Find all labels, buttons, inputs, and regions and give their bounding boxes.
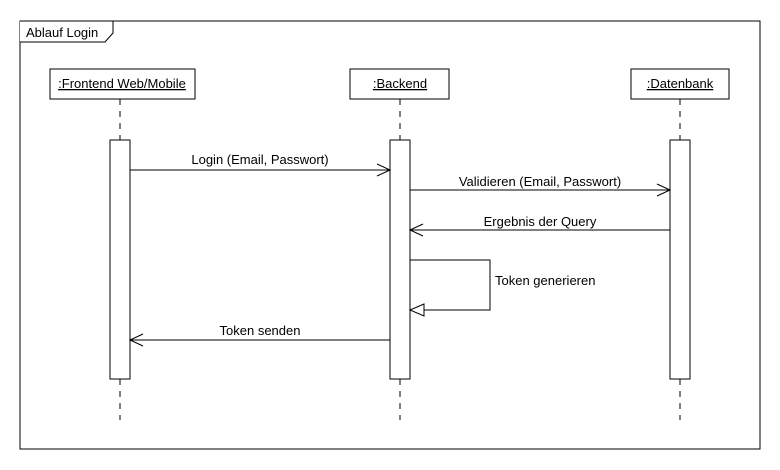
message-token-generieren-arrowhead bbox=[408, 303, 425, 317]
message-login-label: Login (Email, Passwort) bbox=[191, 152, 328, 167]
lifeline-backend: :Backend bbox=[349, 68, 450, 420]
message-token-senden-arrowhead bbox=[128, 333, 144, 347]
message-token-generieren-line bbox=[410, 259, 491, 311]
message-token-senden-label: Token senden bbox=[220, 323, 301, 338]
message-validieren-arrowhead bbox=[656, 183, 672, 197]
message-ergebnis: Ergebnis der Query bbox=[408, 214, 670, 237]
lifeline-datenbank: :Datenbank bbox=[630, 68, 730, 420]
activation-datenbank bbox=[669, 139, 691, 380]
message-validieren-label: Validieren (Email, Passwort) bbox=[459, 174, 621, 189]
activation-frontend bbox=[109, 139, 131, 380]
frame-title: Ablauf Login bbox=[26, 25, 98, 40]
message-login-arrowhead bbox=[376, 163, 392, 177]
frame-border bbox=[19, 20, 761, 450]
message-login: Login (Email, Passwort) bbox=[130, 152, 392, 177]
message-token-generieren: Token generieren bbox=[408, 259, 595, 317]
lifeline-backend-box bbox=[349, 68, 450, 100]
message-ergebnis-arrowhead bbox=[408, 223, 424, 237]
activation-backend bbox=[389, 139, 411, 380]
lifeline-datenbank-label: :Datenbank bbox=[647, 76, 714, 91]
message-token-senden: Token senden bbox=[128, 323, 390, 347]
lifeline-frontend-label: :Frontend Web/Mobile bbox=[58, 76, 186, 91]
message-token-generieren-label: Token generieren bbox=[495, 273, 595, 288]
lifeline-datenbank-box bbox=[630, 68, 730, 100]
message-ergebnis-label: Ergebnis der Query bbox=[484, 214, 597, 229]
frame-title-tab bbox=[20, 20, 114, 43]
lifeline-backend-label: :Backend bbox=[373, 76, 427, 91]
lifeline-frontend: :Frontend Web/Mobile bbox=[49, 68, 196, 420]
lifeline-frontend-box bbox=[49, 68, 196, 100]
message-validieren: Validieren (Email, Passwort) bbox=[410, 174, 672, 197]
